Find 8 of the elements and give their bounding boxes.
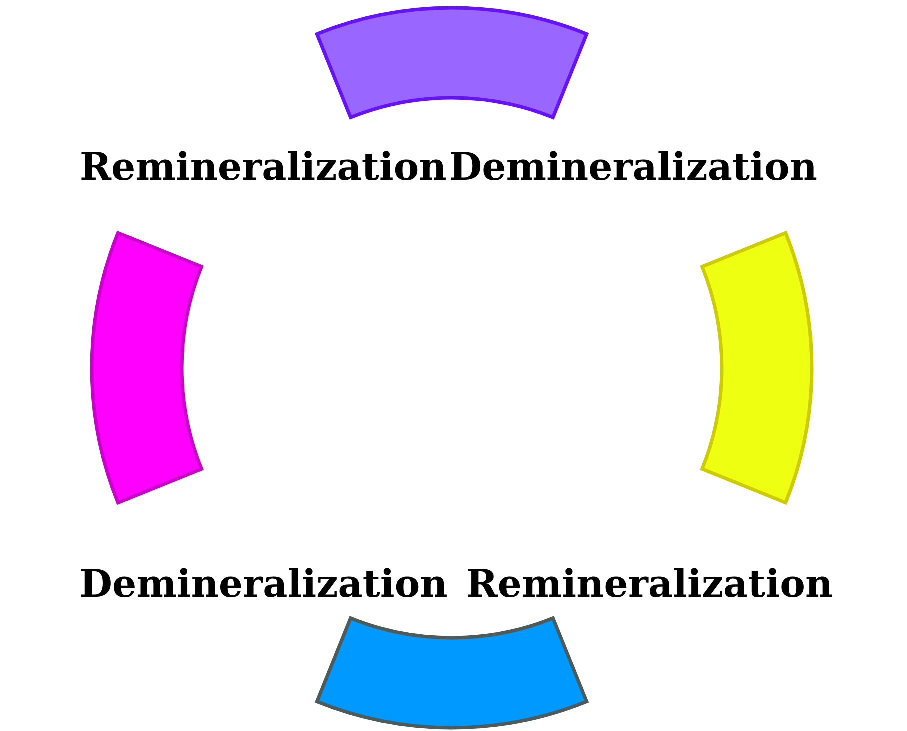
arc-segment [90, 231, 204, 505]
arc-segment [315, 616, 589, 730]
text-label: Remineralization [468, 568, 832, 598]
text-label: Remineralization [82, 151, 446, 181]
arc-segment [315, 6, 589, 120]
text-label: Demineralization [81, 568, 447, 598]
text-label: Demineralization [451, 151, 817, 181]
arc-segment [700, 231, 814, 505]
